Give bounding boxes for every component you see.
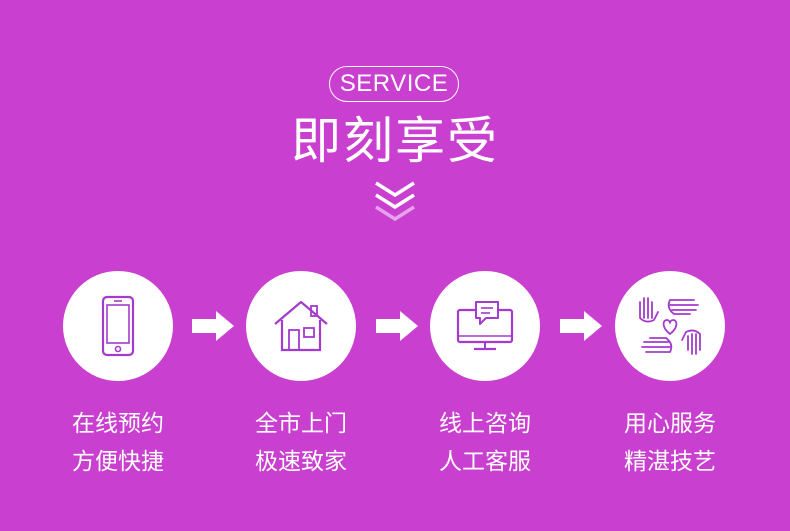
service-badge-label: SERVICE (339, 70, 449, 97)
arrow-right-icon (376, 311, 418, 341)
step-1-circle (63, 271, 173, 381)
step-2-subtitle: 极速致家 (255, 449, 347, 475)
step-1-text: 在线预约 方便快捷 (38, 405, 198, 481)
step-1-subtitle: 方便快捷 (72, 449, 164, 475)
smartphone-icon (101, 295, 135, 357)
double-chevron-down-icon (375, 181, 415, 222)
page-title: 即刻享受 (291, 112, 499, 170)
step-2-text: 全市上门 极速致家 (221, 405, 381, 481)
step-4-circle (615, 271, 725, 381)
monitor-chat-icon (456, 301, 514, 351)
step-2-title: 全市上门 (255, 411, 347, 437)
service-badge: SERVICE (329, 66, 459, 102)
step-3-text: 线上咨询 人工客服 (405, 405, 565, 481)
step-4-title: 用心服务 (624, 411, 716, 437)
step-2-circle (246, 271, 356, 381)
step-4-subtitle: 精湛技艺 (624, 449, 716, 475)
step-4-text: 用心服务 精湛技艺 (590, 405, 750, 481)
step-3-circle (430, 271, 540, 381)
step-3-subtitle: 人工客服 (439, 449, 531, 475)
arrow-right-icon (192, 311, 234, 341)
arrow-right-icon (560, 311, 602, 341)
hands-heart-icon (639, 297, 701, 355)
step-1-title: 在线预约 (72, 411, 164, 437)
step-3-title: 线上咨询 (439, 411, 531, 437)
house-icon (274, 300, 328, 352)
